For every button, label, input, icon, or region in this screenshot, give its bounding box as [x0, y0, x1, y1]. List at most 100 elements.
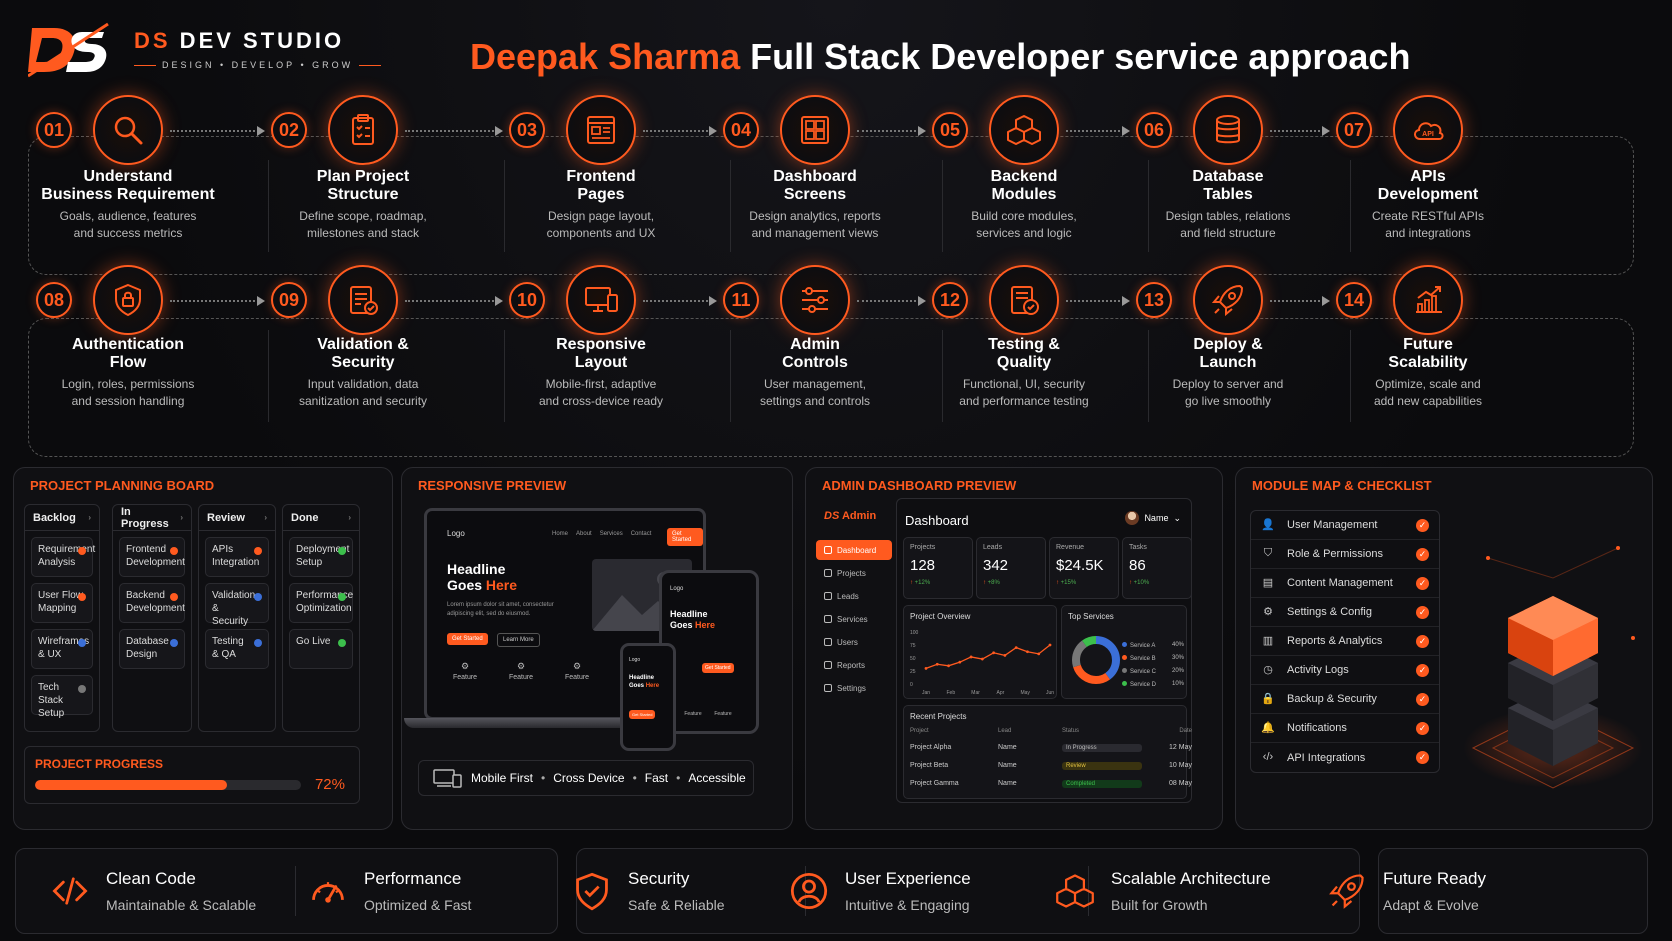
footer-card-3 — [1378, 848, 1648, 934]
checklist-item[interactable]: ‹/›API Integrations✓ — [1251, 743, 1439, 772]
check-icon: ✓ — [1416, 519, 1429, 532]
pie-slice — [1072, 636, 1120, 684]
feature-item: ⚙Feature — [452, 661, 478, 681]
nav-link[interactable]: About — [576, 531, 592, 537]
checklist-item[interactable]: ⛉Role & Permissions✓ — [1251, 540, 1439, 569]
kanban-card[interactable]: Validation &Security — [205, 583, 269, 627]
laptop-primary-button[interactable]: Get Started — [447, 633, 488, 645]
table-row[interactable]: Project Alpha Name In Progress 12 May — [910, 744, 1192, 752]
tablet-cta-button[interactable]: Get Started — [702, 663, 734, 673]
admin-title: ADMIN DASHBOARD PREVIEW — [822, 478, 1017, 493]
status-dot — [170, 547, 178, 555]
checklist-item[interactable]: 👤User Management✓ — [1251, 511, 1439, 540]
sidebar-item-dashboard[interactable]: Dashboard — [816, 540, 892, 560]
quality-pill: Accessible — [688, 771, 746, 785]
x-tick: Jan — [922, 690, 930, 696]
checklist-item[interactable]: 🔒Backup & Security✓ — [1251, 685, 1439, 714]
checklist-item[interactable]: ▤Content Management✓ — [1251, 569, 1439, 598]
laptop-secondary-button[interactable]: Learn More — [497, 633, 540, 647]
sidebar-item-projects[interactable]: Projects — [816, 563, 892, 583]
laptop-nav-links: Home About Services Contact — [552, 531, 651, 537]
checklist-item[interactable]: ◷Activity Logs✓ — [1251, 656, 1439, 685]
check-icon: ✓ — [1416, 606, 1429, 619]
phone-cta-button[interactable]: Get Started — [629, 710, 656, 719]
kanban-card[interactable]: Wireframes& UX — [31, 629, 93, 669]
sidebar-item-leads[interactable]: Leads — [816, 586, 892, 606]
step-number: 03 — [509, 112, 545, 148]
checklist-item[interactable]: 🔔Notifications✓ — [1251, 714, 1439, 743]
status-dot — [254, 547, 262, 555]
rocket-icon — [1329, 874, 1364, 909]
nav-link[interactable]: Home — [552, 531, 569, 537]
status-dot — [78, 639, 86, 647]
status-dot — [338, 547, 346, 555]
database-icon — [1216, 115, 1240, 144]
checklist-item[interactable]: ⚙Settings & Config✓ — [1251, 598, 1439, 627]
sidebar-item-reports[interactable]: Reports — [816, 655, 892, 675]
status-dot — [78, 685, 86, 693]
step-arrow — [1066, 126, 1130, 136]
project-progress: PROJECT PROGRESS 72% — [24, 746, 360, 804]
user-menu[interactable]: Name⌄ — [1125, 511, 1181, 525]
checklist-item[interactable]: ▥Reports & Analytics✓ — [1251, 627, 1439, 656]
growth-chart-icon — [1416, 286, 1442, 313]
status-badge: Review — [1062, 762, 1142, 770]
step-icon-circle — [989, 265, 1059, 335]
sidebar-item-users[interactable]: Users — [816, 632, 892, 652]
footer-card-1 — [15, 848, 558, 934]
step-description: Build core modules,services and logic — [971, 209, 1077, 240]
kanban-card[interactable]: Go Live — [289, 629, 353, 669]
bell-icon: 🔔 — [1261, 722, 1275, 734]
kanban-card[interactable]: Testing& QA — [205, 629, 269, 669]
nav-link[interactable]: Services — [599, 531, 623, 537]
table-row[interactable]: Project Beta Name Review 10 May — [910, 762, 1192, 770]
step-icon-circle — [566, 95, 636, 165]
step-number: 14 — [1336, 282, 1372, 318]
clipboard-icon — [352, 114, 374, 145]
step-title: Deploy &Launch — [1193, 336, 1263, 371]
laptop-cta-button[interactable]: Get Started — [667, 528, 703, 546]
data-point — [1014, 646, 1018, 649]
step-number: 01 — [36, 112, 72, 148]
sidebar-item-settings[interactable]: Settings — [816, 678, 892, 698]
dashboard-grid-icon — [801, 116, 829, 144]
page-title: Deepak Sharma Full Stack Developer servi… — [470, 36, 1411, 77]
page-layout-icon — [587, 116, 615, 144]
status-dot — [78, 547, 86, 555]
board-title: PROJECT PLANNING BOARD — [30, 478, 215, 493]
nav-link[interactable]: Contact — [630, 531, 652, 537]
step-arrow — [1066, 296, 1130, 306]
table-row[interactable]: Project Gamma Name Completed 08 May — [910, 780, 1192, 788]
sidebar-item-services[interactable]: Services — [816, 609, 892, 629]
api-cloud-icon: API — [1414, 122, 1444, 140]
step-number: 05 — [932, 112, 968, 148]
